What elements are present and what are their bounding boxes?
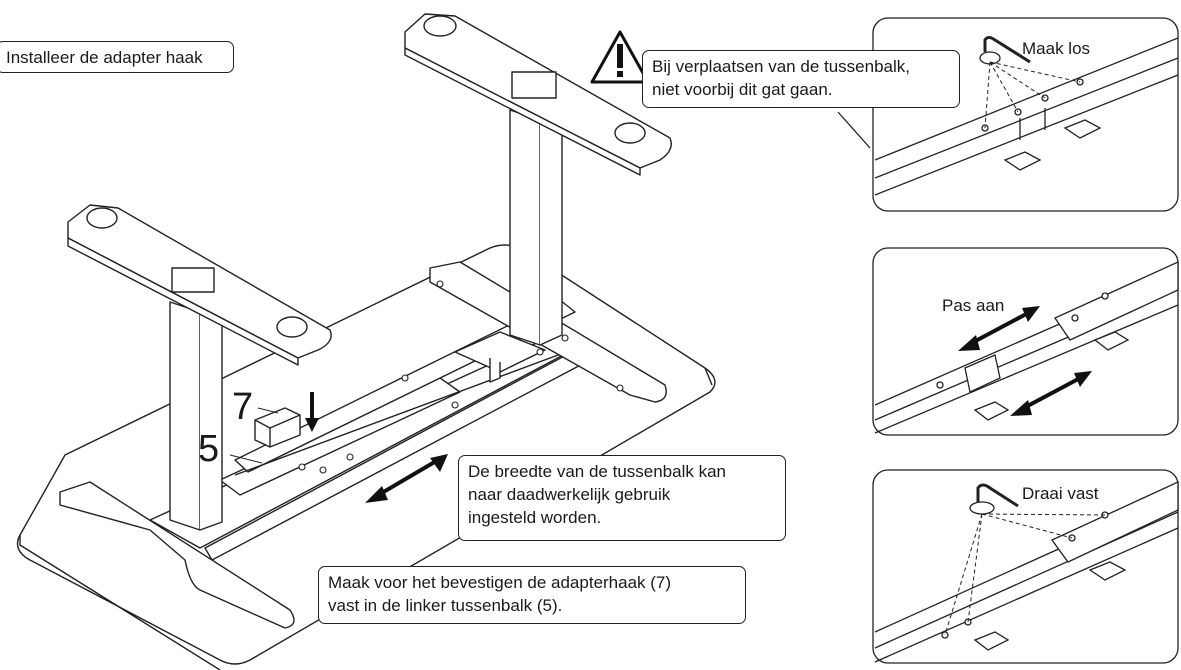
step-title: Installeer de adapter haak — [0, 41, 234, 73]
part-label-left-crossbar: 5 — [198, 428, 220, 470]
detail-panel-adjust — [872, 247, 1179, 436]
detail-panel-tighten — [872, 469, 1179, 664]
part-label-adapter-hook: 7 — [232, 386, 254, 428]
width-note: De breedte van de tussenbalk kan naar da… — [458, 455, 786, 541]
left-leg-column — [169, 301, 201, 531]
label-tighten: Draai vast — [1022, 484, 1099, 503]
warning-icon — [590, 30, 650, 84]
warning-note: Bij verplaatsen van de tussenbalk, niet … — [642, 50, 960, 108]
detail-panel-loosen — [837, 17, 1179, 212]
hook-note: Maak voor het bevestigen de adapterhaak … — [318, 566, 746, 624]
label-adjust: Pas aan — [942, 296, 1005, 315]
label-loosen: Maak los — [1022, 39, 1091, 58]
left-foot — [59, 481, 295, 629]
right-leg-column — [509, 109, 541, 346]
